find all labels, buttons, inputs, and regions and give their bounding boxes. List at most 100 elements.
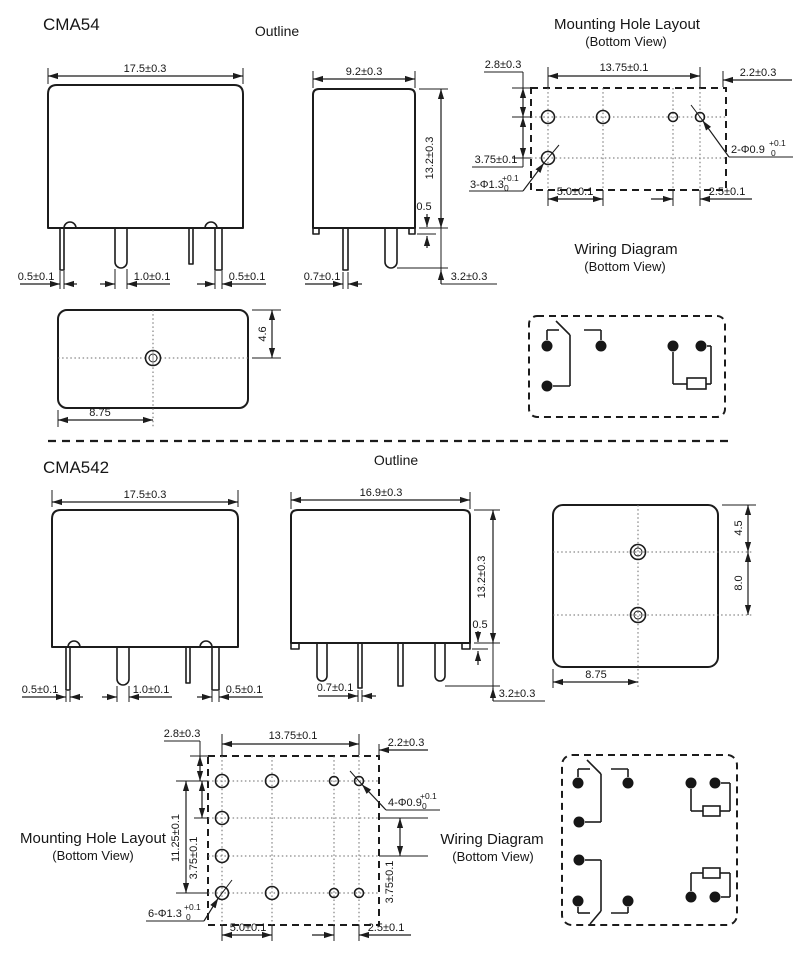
tol-up: +0.1	[420, 791, 437, 801]
terminal-pad	[573, 854, 585, 866]
mold-gate-arc	[204, 221, 218, 229]
mounting-subtitle: (Bottom View)	[585, 34, 666, 49]
cma54-mounting-hole-layout: Mounting Hole Layout (Bottom View) 13.75…	[469, 16, 793, 206]
cma54-front-view: 17.5±0.3 0.5±0.1 1.0±0.1 0.5±0.1	[18, 63, 266, 289]
outline-title-cma542: Outline	[374, 452, 419, 468]
pin	[65, 647, 71, 691]
dim-pin-left: 0.5±0.1	[22, 684, 59, 696]
pin	[397, 643, 404, 687]
dim-pitch-left: 5.0±0.1	[230, 922, 267, 934]
switch-blade	[555, 320, 571, 336]
dim-body-depth: 16.9±0.3	[360, 487, 403, 499]
cma54-wiring-diagram: Wiring Diagram (Bottom View)	[528, 241, 726, 418]
mounting-hole-large	[595, 109, 611, 125]
terminal-pad	[541, 340, 553, 352]
coil-terminal-pad	[709, 777, 721, 789]
mounting-hole-large	[214, 885, 230, 901]
dim-row-pitch-left: 3.75±0.1	[188, 837, 200, 880]
label-small-holes: 2-Φ0.9	[731, 144, 765, 156]
relay-body-outline	[47, 84, 244, 229]
terminal-pad	[573, 816, 585, 828]
pin	[316, 643, 328, 682]
switch-blade	[586, 759, 602, 775]
part-name-cma54: CMA54	[43, 15, 100, 34]
terminal-pad	[622, 895, 634, 907]
mounting-hole-large	[264, 773, 280, 789]
dim-pin-middle: 1.0±0.1	[133, 684, 170, 696]
pin	[59, 228, 65, 271]
wiring-subtitle: (Bottom View)	[452, 849, 533, 864]
tol-dn: 0	[422, 801, 427, 811]
mounting-hole-small	[328, 775, 340, 787]
dim-flange: 0.5	[472, 619, 487, 631]
tol-dn: 0	[771, 148, 776, 158]
mold-gate-arc	[67, 640, 81, 648]
label-large-holes: 6-Φ1.3	[148, 908, 182, 920]
wiring-subtitle: (Bottom View)	[584, 259, 665, 274]
terminal-pad	[572, 895, 584, 907]
dim-boss-y: 4.6	[257, 326, 269, 341]
mounting-hole-large	[214, 773, 230, 789]
dim-row-pitch: 3.75±0.1	[475, 154, 518, 166]
label-small-holes: 4-Φ0.9	[388, 797, 422, 809]
pin	[114, 228, 128, 269]
pin	[384, 228, 398, 269]
terminal-pad	[622, 777, 634, 789]
mounting-hole-large	[540, 109, 556, 125]
boss-circle	[629, 543, 647, 561]
mounting-hole-small	[694, 111, 706, 123]
coil-terminal-pad	[695, 340, 707, 352]
boss-circle-inner	[633, 610, 643, 620]
dim-top-offset: 2.8±0.3	[485, 59, 522, 71]
tol-up: +0.1	[502, 173, 519, 183]
dim-body-depth: 9.2±0.3	[346, 66, 383, 78]
tol-up: +0.1	[769, 138, 786, 148]
cma542-mounting-hole-layout: Mounting Hole Layout (Bottom View) 2.8±0…	[20, 728, 440, 941]
outline-title-cma54: Outline	[255, 23, 300, 39]
dim-right-offset: 2.2±0.3	[388, 737, 425, 749]
relay-body-outline	[312, 88, 416, 229]
mounting-title: Mounting Hole Layout	[554, 16, 701, 33]
cma542-wiring-diagram: Wiring Diagram (Bottom View)	[440, 754, 738, 926]
dim-pin-length: 3.2±0.3	[499, 688, 536, 700]
boss-circle-inner	[633, 547, 643, 557]
boss-circle	[144, 349, 162, 367]
dim-right-offset: 2.2±0.3	[740, 67, 777, 79]
foot	[312, 228, 320, 235]
boss-circle-inner	[148, 353, 158, 363]
pcb-footprint-boundary	[530, 87, 727, 191]
tol-dn: 0	[186, 912, 191, 922]
wiring-title: Wiring Diagram	[574, 241, 677, 258]
wiring-title: Wiring Diagram	[440, 831, 543, 848]
dim-boss-x: 8.75	[585, 669, 606, 681]
pin	[434, 643, 446, 682]
dim-boss-top: 4.5	[733, 520, 745, 535]
dim-top-offset: 2.8±0.3	[164, 728, 201, 740]
dim-body-width: 17.5±0.3	[124, 63, 167, 75]
cma54-top-view: 4.6 8.75	[57, 309, 281, 427]
part-name-cma542: CMA542	[43, 458, 109, 477]
dim-body-width: 17.5±0.3	[124, 489, 167, 501]
coil-terminal-pad	[667, 340, 679, 352]
dim-boss-pitch: 8.0	[733, 575, 745, 590]
cma54-side-view: 9.2±0.3 13.2±0.3 0.5 3.2±0.3 0.7±0.1	[304, 66, 497, 289]
dim-pin-length: 3.2±0.3	[451, 271, 488, 283]
coil-terminal-pad	[685, 891, 697, 903]
cma542-front-view: 17.5±0.3 0.5±0.1 1.0±0.1 0.5±0.1	[22, 489, 263, 702]
dim-pin-right: 0.5±0.1	[226, 684, 263, 696]
dim-boss-x: 8.75	[89, 407, 110, 419]
mounting-hole-large	[214, 810, 230, 826]
dim-pin-width: 0.7±0.1	[304, 271, 341, 283]
relay-body-outline	[51, 509, 239, 648]
pin	[214, 228, 223, 271]
dim-pitch-left: 5.0±0.1	[557, 186, 594, 198]
pin	[211, 647, 220, 691]
mold-gate-arc	[63, 221, 77, 229]
switch-blade	[589, 910, 602, 925]
terminal-pad	[541, 380, 553, 392]
foot	[461, 643, 471, 650]
dim-pitch-right: 2.5±0.1	[368, 922, 405, 934]
relay-outline-dashed	[561, 754, 738, 926]
